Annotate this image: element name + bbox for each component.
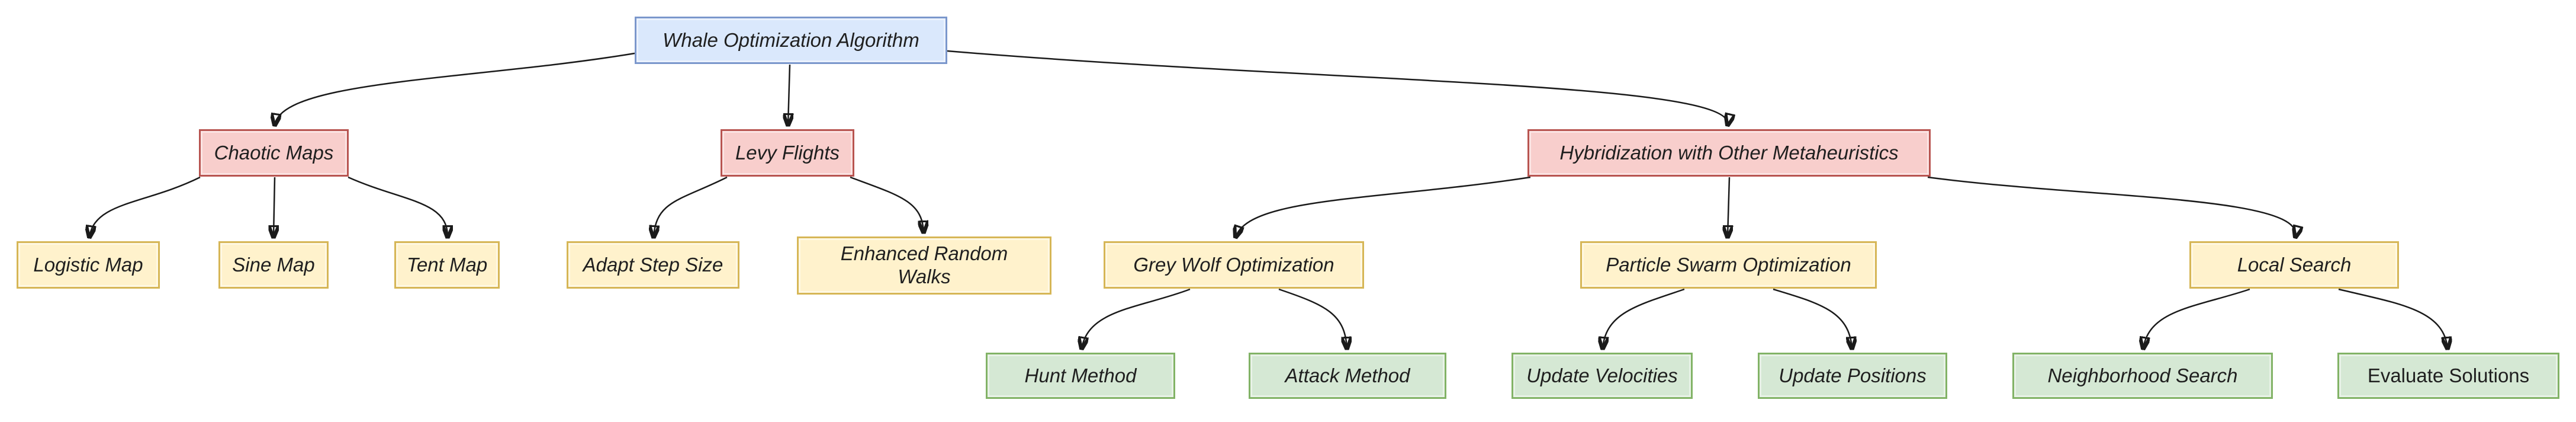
edge-gwo-attack [1278,288,1347,349]
edge-pso-upvel [1603,288,1685,349]
node-particle-swarm-optimization: Particle Swarm Optimization [1580,241,1877,289]
node-update-velocities: Update Velocities [1511,353,1693,399]
edge-local-neigh [2143,288,2250,349]
node-label: Adapt Step Size [583,253,723,276]
edge-hybrid-gwo [1236,176,1531,237]
edge-woa-chaotic [275,52,635,125]
node-adapt-step-size: Adapt Step Size [567,241,739,289]
node-update-positions: Update Positions [1758,353,1947,399]
edge-chaotic-logistic [89,176,201,237]
node-chaotic-maps: Chaotic Maps [199,129,349,177]
node-levy-flights: Levy Flights [721,129,854,177]
node-label: Whale Optimization Algorithm [663,28,919,51]
node-enhanced-random-walks: Enhanced Random Walks [797,236,1051,295]
edge-woa-hybrid [947,50,1728,125]
node-attack-method: Attack Method [1249,353,1446,399]
edge-local-eval [2338,288,2448,349]
node-evaluate-solutions: Evaluate Solutions [2337,353,2559,399]
node-label: Particle Swarm Optimization [1606,253,1851,276]
edge-hybrid-pso [1728,177,1729,237]
edge-woa-levy [788,64,790,125]
node-label: Sine Map [232,253,315,276]
node-label: Update Positions [1779,364,1927,386]
node-label: Neighborhood Search [2047,364,2238,386]
node-logistic-map: Logistic Map [17,241,160,289]
edge-pso-uppos [1773,288,1852,349]
edge-chaotic-tent [348,176,448,237]
node-hunt-method: Hunt Method [986,353,1175,399]
node-label: Logistic Map [33,253,143,276]
node-label: Hybridization with Other Metaheuristics [1559,141,1899,164]
node-sine-map: Sine Map [218,241,329,289]
node-hybridization-with-other-metaheuristics: Hybridization with Other Metaheuristics [1527,129,1931,177]
edge-chaotic-sine [274,177,275,237]
node-whale-optimization-algorithm: Whale Optimization Algorithm [635,17,947,64]
node-local-search: Local Search [2189,241,2399,289]
node-label: Chaotic Maps [214,141,334,164]
node-label: Tent Map [406,253,488,276]
node-grey-wolf-optimization: Grey Wolf Optimization [1104,241,1364,289]
node-label: Attack Method [1285,364,1410,386]
node-neighborhood-search: Neighborhood Search [2012,353,2273,399]
node-label: Enhanced Random Walks [840,242,1008,287]
node-tent-map: Tent Map [394,241,500,289]
node-label: Update Velocities [1526,364,1678,386]
edge-hybrid-local [1927,176,2296,237]
node-label: Hunt Method [1024,364,1137,386]
edge-levy-erw [850,176,924,232]
edge-gwo-hunt [1082,288,1191,349]
node-label: Grey Wolf Optimization [1133,253,1334,276]
node-label: Evaluate Solutions [2367,364,2530,386]
edge-levy-adapt [654,176,728,237]
node-label: Levy Flights [735,141,840,164]
node-label: Local Search [2237,253,2352,276]
